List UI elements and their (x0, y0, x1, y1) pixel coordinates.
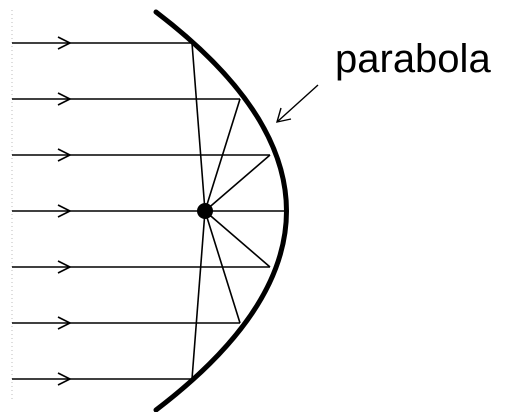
ray-arrowhead (57, 372, 72, 386)
ray-arrowhead (57, 148, 72, 162)
incoming-rays (12, 42, 285, 380)
label-pointer-arrow (276, 84, 319, 123)
reflected-ray (191, 42, 206, 212)
ray-arrowhead (57, 92, 72, 106)
parabola-label: parabola (335, 37, 491, 81)
ray-arrowhead (57, 36, 72, 50)
reflected-ray (204, 154, 271, 212)
reflected-ray (191, 210, 206, 380)
reflected-ray (204, 98, 241, 212)
parabolic-mirror (153, 9, 289, 412)
reflected-ray (204, 210, 241, 324)
focus-point (197, 203, 213, 219)
ray-arrowhead (57, 204, 72, 218)
ray-arrowheads (57, 36, 72, 386)
reflected-rays (191, 42, 271, 380)
ray-arrowhead (57, 260, 72, 274)
reflected-ray (204, 210, 271, 268)
ray-arrowhead (57, 316, 72, 330)
